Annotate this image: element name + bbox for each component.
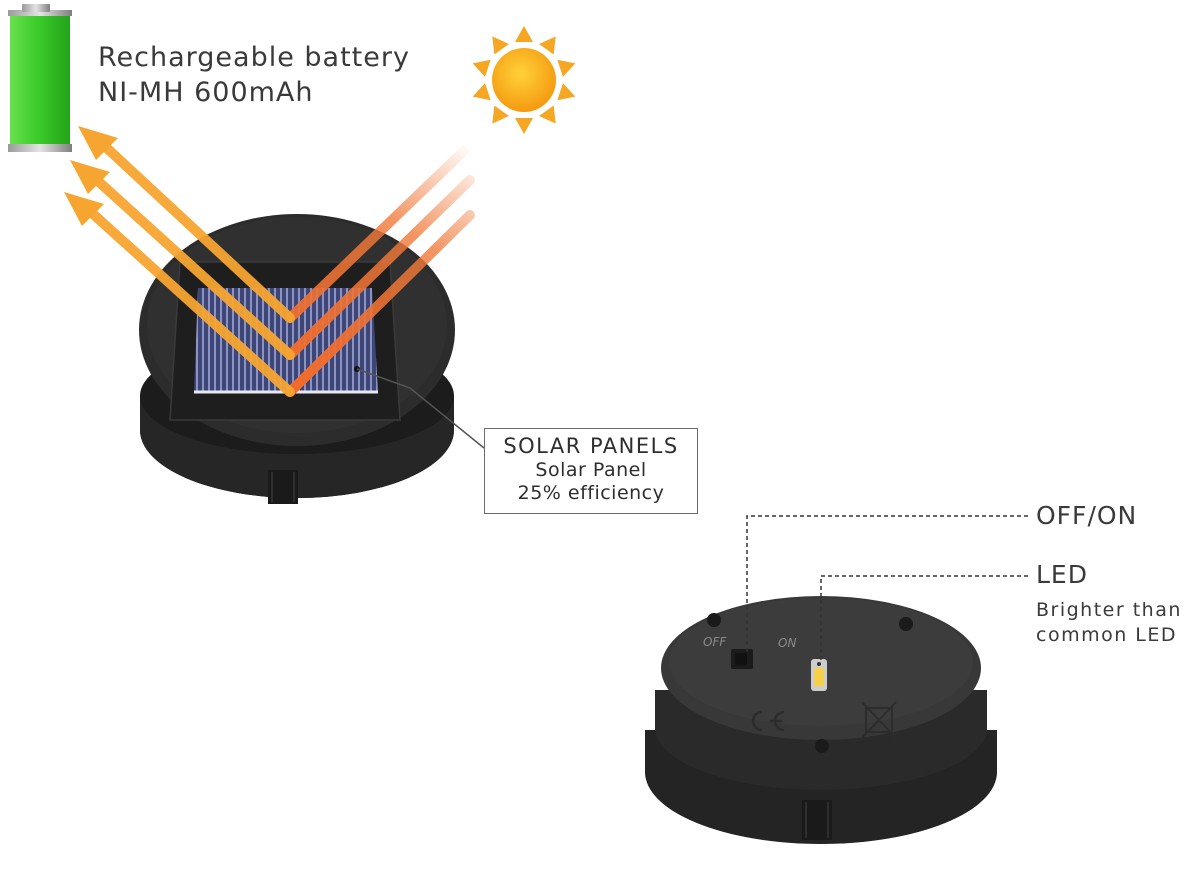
battery-icon — [8, 4, 72, 152]
led-light — [811, 659, 827, 691]
led-leader-line — [820, 575, 1028, 662]
solar-callout-line1: Solar Panel — [535, 459, 647, 481]
recycle-bin-icon — [861, 701, 897, 739]
power-switch — [731, 649, 753, 669]
switch-leader-line — [746, 515, 1028, 652]
solar-light-bottom-unit — [645, 596, 997, 844]
battery-label: Rechargeable battery NI-MH 600mAh — [98, 40, 410, 110]
led-description-line2: common LED — [1036, 624, 1178, 646]
on-marking: ON — [778, 636, 797, 650]
led-description: Brighter than common LED — [1036, 598, 1182, 648]
light-rays — [64, 126, 475, 397]
led-description-line1: Brighter than — [1036, 599, 1182, 621]
led-label: LED — [1036, 560, 1088, 589]
battery-label-line1: Rechargeable battery — [98, 42, 410, 73]
off-marking: OFF — [703, 635, 727, 649]
solar-panel — [194, 288, 378, 394]
solar-callout-leader — [356, 368, 485, 449]
ce-mark-icon — [751, 710, 785, 732]
solar-callout-heading: SOLAR PANELS — [503, 434, 679, 458]
solar-callout-line2: 25% efficiency — [517, 482, 665, 504]
solar-panels-callout: SOLAR PANELS Solar Panel 25% efficiency — [484, 428, 698, 514]
switch-label: OFF/ON — [1036, 501, 1138, 530]
battery-label-line2: NI-MH 600mAh — [98, 77, 314, 108]
sun-icon — [472, 26, 576, 134]
